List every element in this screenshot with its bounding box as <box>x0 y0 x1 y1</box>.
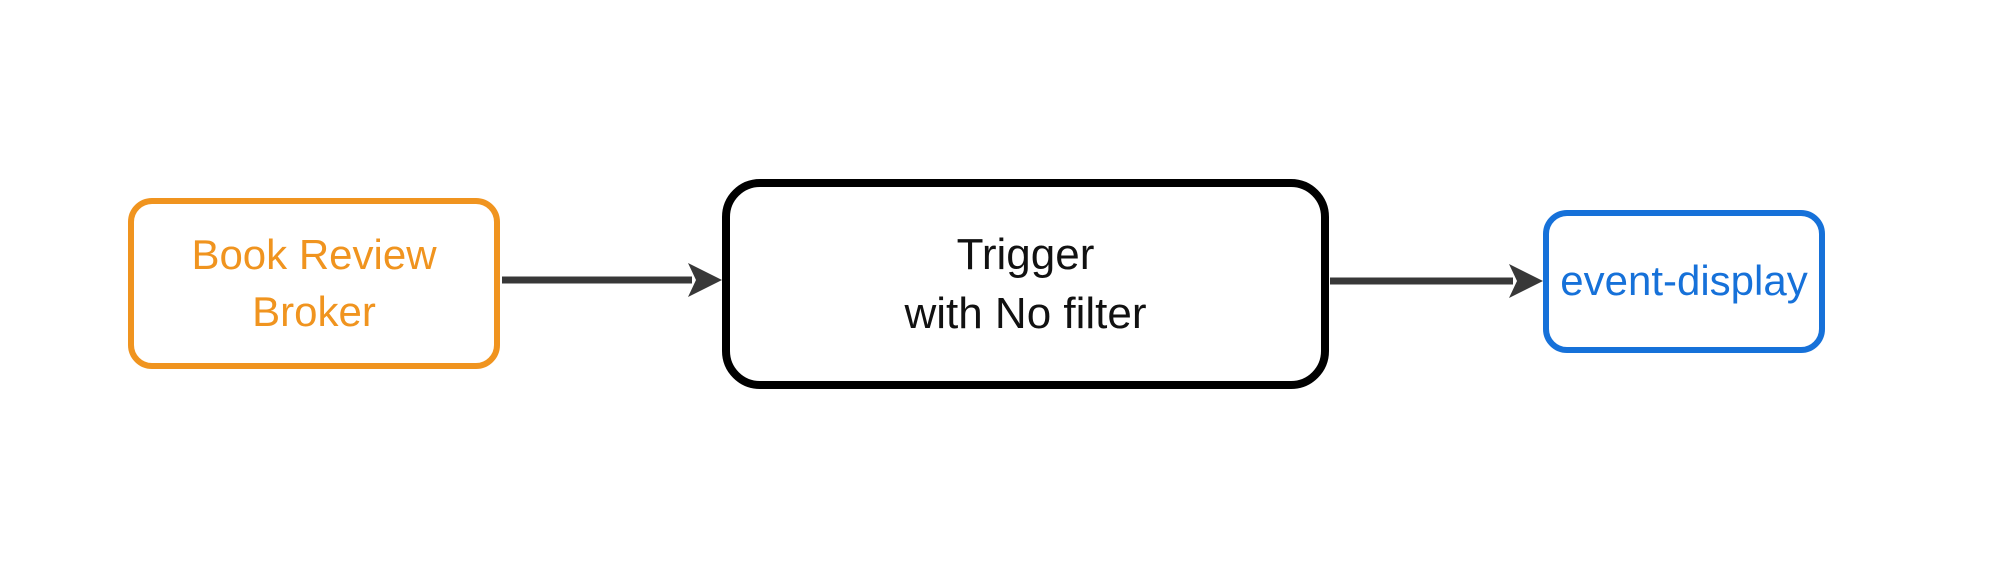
edge-arrow-trigger-to-event-display <box>1330 264 1543 298</box>
node-trigger-label-line2: with No filter <box>904 289 1147 338</box>
node-book-review-broker-label-line2: Broker <box>252 287 376 335</box>
node-book-review-broker-label-line1: Book Review <box>191 230 437 278</box>
node-book-review-broker: Book Review Broker <box>128 198 500 369</box>
node-trigger-with-no-filter: Trigger with No filter <box>722 179 1329 389</box>
arrowhead-icon <box>688 263 722 297</box>
edge-arrow-broker-to-trigger <box>502 263 722 297</box>
arrowhead-icon <box>1509 264 1543 298</box>
node-trigger-label-line1: Trigger <box>956 229 1095 279</box>
node-event-display-label: event-display <box>1560 257 1808 305</box>
node-event-display: event-display <box>1543 210 1825 353</box>
